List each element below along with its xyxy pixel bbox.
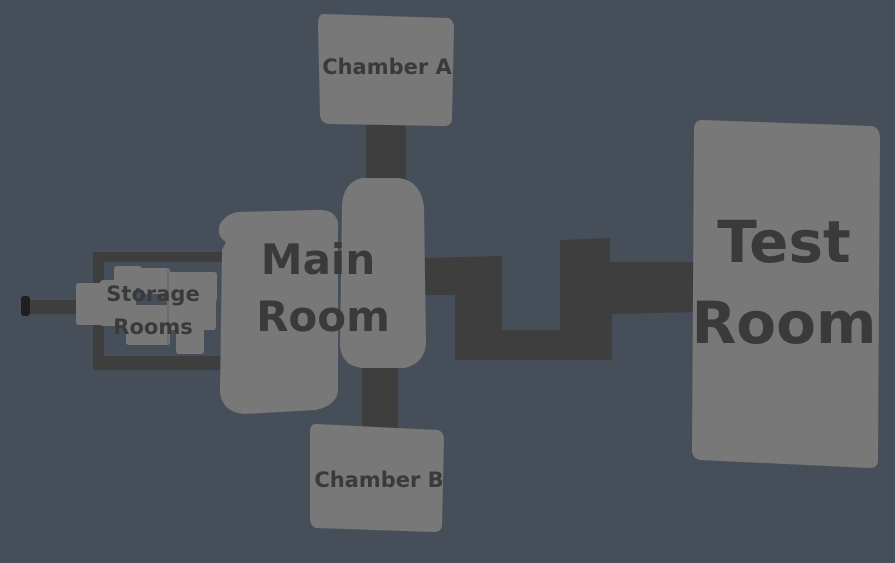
main-room-label-line1: Main (261, 235, 375, 284)
storage-cell (176, 328, 204, 354)
exit-marker-icon (21, 296, 30, 316)
corridor-chamber-a (366, 118, 406, 186)
storage-cell (76, 283, 106, 325)
chamber-a[interactable] (318, 14, 454, 126)
storage-cell (140, 268, 170, 294)
storage-cell (114, 266, 142, 288)
main-room[interactable] (218, 178, 426, 414)
test-room[interactable] (692, 120, 880, 468)
corridor-west-exit (28, 300, 80, 314)
main-room-east-block (340, 178, 426, 368)
corridor-chamber-b (362, 368, 398, 430)
test-room-label-line1: Test (717, 208, 850, 276)
storage-rooms-label-line1: Storage (106, 282, 199, 306)
storage-cell (168, 300, 216, 330)
storage-rooms-label-line2: Rooms (113, 315, 192, 339)
chamber-b-label: Chamber B (314, 468, 443, 492)
chamber-a-label: Chamber A (322, 55, 452, 79)
storage-rooms[interactable] (76, 266, 217, 354)
storage-cell (165, 272, 217, 302)
corridors (28, 118, 700, 430)
test-room-label-line2: Room (692, 289, 877, 357)
main-room-label-line2: Room (256, 292, 390, 341)
chamber-b[interactable] (310, 424, 444, 532)
storage-cell (126, 305, 170, 345)
corridor-test-room (420, 238, 700, 360)
corridor-storage-loop (93, 252, 228, 370)
main-room-west-block (218, 209, 339, 414)
